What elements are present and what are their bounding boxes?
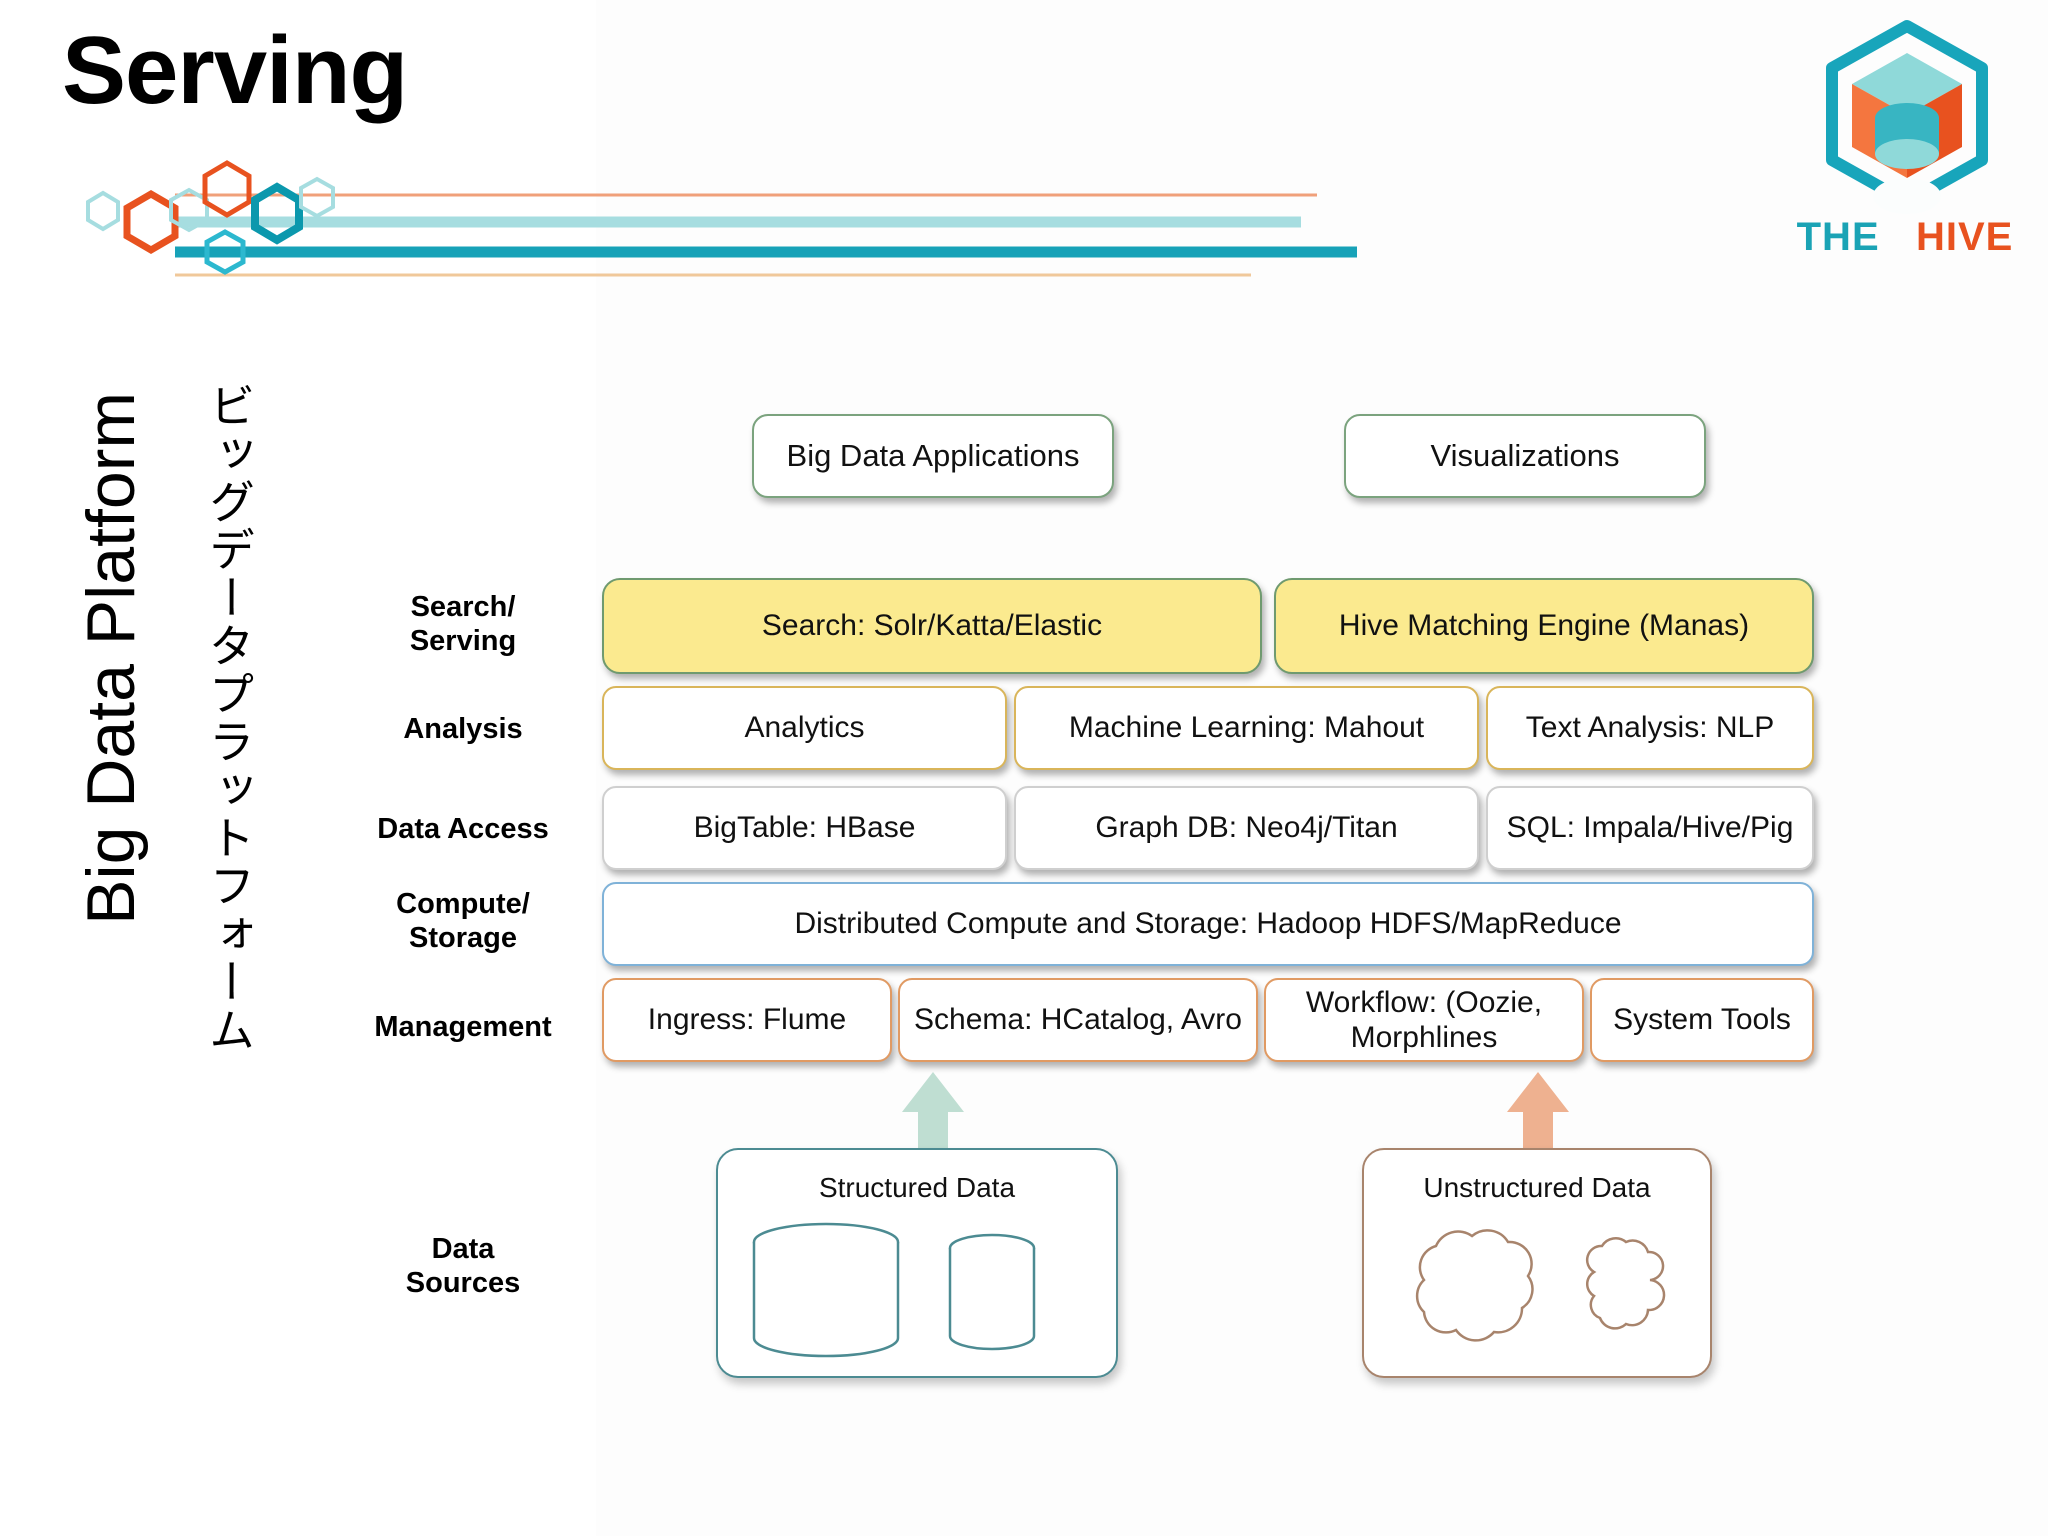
logo-word-hive: HIVE <box>1916 215 2014 259</box>
node-visualizations[interactable]: Visualizations <box>1344 414 1706 498</box>
structured-data-up-arrow-icon <box>898 1072 968 1158</box>
node-big-data-applications[interactable]: Big Data Applications <box>752 414 1114 498</box>
node-text-analysis-nlp[interactable]: Text Analysis: NLP <box>1486 686 1814 770</box>
source-box-structured-label: Structured Data <box>818 1172 1016 1203</box>
source-box-structured-data[interactable]: Structured Data <box>716 1148 1118 1378</box>
node-sql-impala-hive-pig[interactable]: SQL: Impala/Hive/Pig <box>1486 786 1814 870</box>
row-label-data-access: Data Access <box>377 813 549 845</box>
row-label-management: Management <box>374 1011 552 1043</box>
source-box-unstructured-label: Unstructured Data <box>1423 1172 1651 1203</box>
hive-hexagon-logo-icon <box>1812 20 2002 215</box>
hexagon-ribbon-decoration <box>55 160 1755 290</box>
page-title: Serving <box>62 17 408 124</box>
unstructured-data-up-arrow-icon <box>1503 1072 1573 1158</box>
node-distributed-compute-and-storage[interactable]: Distributed Compute and Storage: Hadoop … <box>602 882 1814 966</box>
logo-wordmark: THE HIVE <box>1790 215 2020 260</box>
row-label-analysis: Analysis <box>403 713 523 745</box>
node-system-tools[interactable]: System Tools <box>1590 978 1814 1062</box>
node-workflow-oozie-morphlines[interactable]: Workflow: (Oozie, Morphlines <box>1264 978 1584 1062</box>
brand-logo: THE HIVE <box>1790 20 2020 275</box>
node-bigtable-hbase[interactable]: BigTable: HBase <box>602 786 1007 870</box>
logo-word-the: THE <box>1796 215 1880 259</box>
node-ingress-flume[interactable]: Ingress: Flume <box>602 978 892 1062</box>
source-box-unstructured-data[interactable]: Unstructured Data <box>1362 1148 1712 1378</box>
cloud-blobs-icon <box>1415 1229 1666 1342</box>
row-label-data-sources: Data Sources <box>405 1233 521 1300</box>
node-analytics[interactable]: Analytics <box>602 686 1007 770</box>
database-cylinders-icon <box>752 1222 1036 1358</box>
node-schema-hcatalog-avro[interactable]: Schema: HCatalog, Avro <box>898 978 1258 1062</box>
row-label-compute-storage: Compute/ Storage <box>396 888 530 955</box>
node-machine-learning-mahout[interactable]: Machine Learning: Mahout <box>1014 686 1479 770</box>
node-hive-matching-engine[interactable]: Hive Matching Engine (Manas) <box>1274 578 1814 674</box>
node-graph-db-neo4j-titan[interactable]: Graph DB: Neo4j/Titan <box>1014 786 1479 870</box>
node-search-solr-katta-elastic[interactable]: Search: Solr/Katta/Elastic <box>602 578 1262 674</box>
side-label-japanese: ビッグデータプラットフォーム <box>203 382 255 1054</box>
row-label-search-serving: Search/ Serving <box>409 591 517 658</box>
